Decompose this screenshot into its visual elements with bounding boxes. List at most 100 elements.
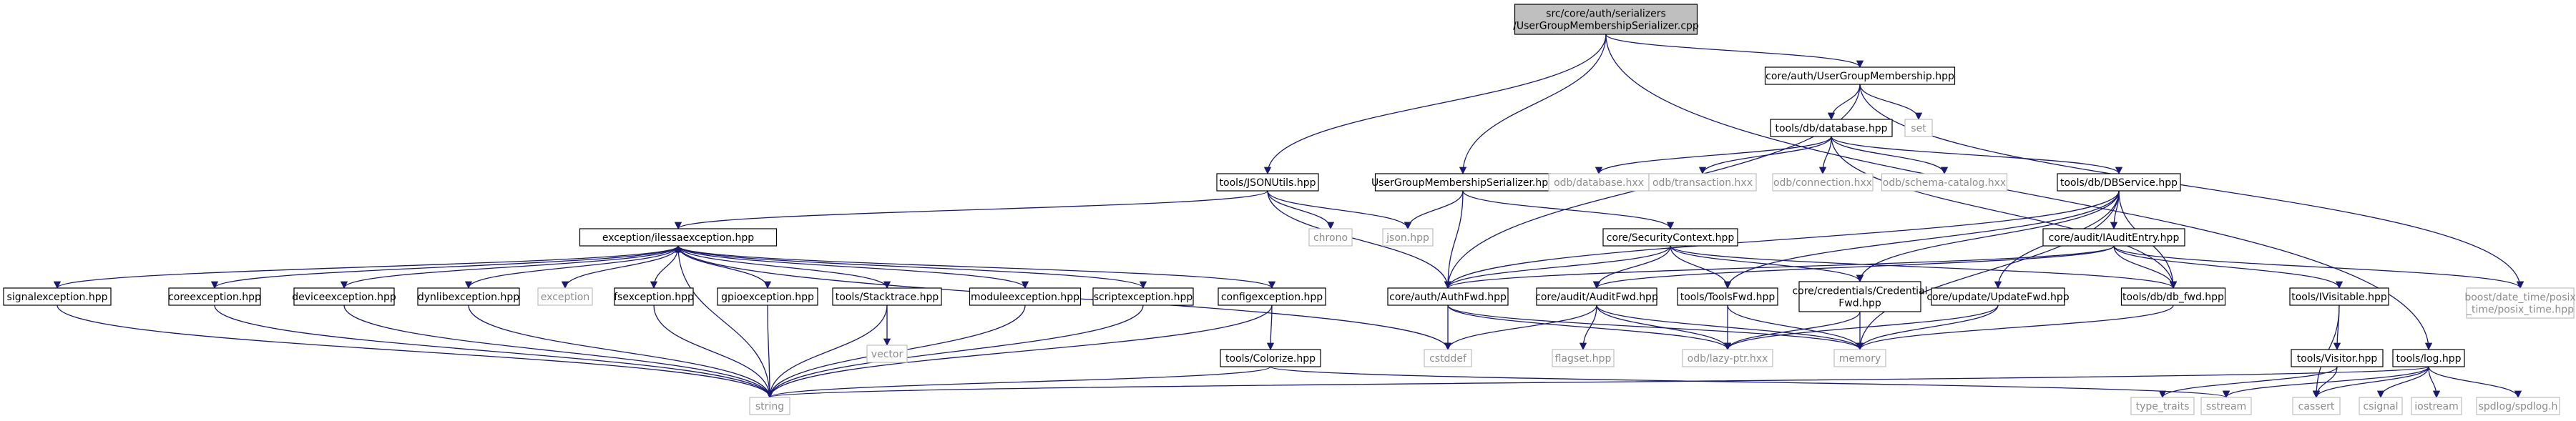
graph-node-visitor[interactable]: tools/Visitor.hpp (2291, 349, 2384, 367)
node-label: cstddef (1429, 353, 1467, 365)
include-edge-deviceexc-to-string (343, 304, 774, 399)
node-box (969, 287, 1082, 306)
node-label: odb/transaction.hxx (1652, 177, 1753, 189)
node-label: moduleexception.hpp (971, 292, 1079, 303)
node-box (2359, 397, 2403, 415)
node-box (1424, 349, 1472, 367)
node-box (417, 287, 520, 306)
node-label: core/auth/AuthFwd.hpp (1389, 292, 1507, 303)
node-label: iostream (2414, 401, 2459, 412)
node-box (1382, 228, 1434, 247)
include-edge-dbhpp-to-odbschema (1831, 136, 1949, 175)
node-box (1648, 173, 1757, 192)
node-label: sstream (2206, 401, 2246, 412)
node-box (1387, 287, 1509, 306)
node-box (1682, 349, 1773, 367)
include-edge-ugmser-to-jsonhpp (1404, 190, 1464, 230)
graph-node-dbservice[interactable]: tools/db/DBService.hpp (2057, 173, 2181, 192)
include-edge-loghpp-to-iostream (2428, 366, 2441, 399)
include-edge-ugmser-to-secctx (1462, 190, 1675, 230)
node-box (3, 287, 112, 306)
graph-node-root[interactable]: src/core/auth/serializers/UserGroupMembe… (1513, 4, 1699, 35)
node-label: set (1911, 123, 1926, 134)
include-edge-dbservice-to-authfwd (1444, 190, 2120, 289)
graph-node-updatefwd[interactable]: core/update/UpdateFwd.hpp (1926, 287, 2070, 306)
node-label: odb/lazy-ptr.hxx (1688, 353, 1768, 365)
node-box (1216, 173, 1319, 192)
node-label: odb/connection.hxx (1773, 177, 1872, 189)
node-box (168, 287, 261, 306)
node-box (2042, 228, 2185, 247)
graph-node-exception: exception (537, 287, 593, 306)
graph-node-signalexc[interactable]: signalexception.hpp (3, 287, 112, 306)
include-edge-ugm-to-boostdt (1859, 84, 2524, 289)
node-box (1764, 66, 1956, 85)
include-edge-colorize-to-sstream (1270, 366, 2230, 399)
graph-node-ivisitable[interactable]: tools/IVisitable.hpp (2289, 287, 2389, 306)
node-box (2120, 287, 2226, 306)
graph-node-ugmser[interactable]: UserGroupMembershipSerializer.hpp (1371, 173, 1554, 192)
include-edge-root-to-jsonutils (1263, 34, 1607, 175)
graph-node-deviceexc[interactable]: deviceexception.hpp (292, 287, 396, 306)
include-edge-secctx-to-dbfwd (1670, 245, 2177, 289)
graph-node-dbfwd[interactable]: tools/db/db_fwd.hpp (2120, 287, 2226, 306)
node-label: vector (871, 349, 903, 360)
include-edge-loghpp-to-csignal (2376, 366, 2429, 399)
include-edge-jsonutils-to-authfwd (1267, 190, 1452, 289)
include-edge-loghpp-to-cassert (2312, 366, 2429, 399)
graph-node-scriptexc[interactable]: scriptexception.hpp (1092, 287, 1194, 306)
back-edge-coreexc-to-excbase (211, 244, 682, 289)
node-label: tools/db/db_fwd.hpp (2122, 292, 2224, 303)
graph-node-odbconn: odb/connection.hxx (1772, 173, 1874, 192)
node-box (1220, 349, 1321, 367)
include-edge-scriptexc-to-string (765, 304, 1144, 399)
include-edge-secctx-to-credfwd (1670, 245, 1864, 283)
node-label: memory (1839, 353, 1881, 365)
graph-node-colorize[interactable]: tools/Colorize.hpp (1220, 349, 1321, 367)
node-box (2057, 173, 2181, 192)
node-label: configexception.hpp (1221, 292, 1323, 303)
graph-node-stacktrace[interactable]: tools/Stacktrace.hpp (832, 287, 942, 306)
include-edge-dbhpp-to-dbfwd (1831, 136, 2178, 289)
graph-node-gpioexc[interactable]: gpioexception.hpp (717, 287, 818, 306)
graph-node-ugm[interactable]: core/auth/UserGroupMembership.hpp (1764, 66, 1956, 85)
node-box (717, 287, 818, 306)
node-label: tools/Stacktrace.hpp (836, 292, 939, 303)
node-label: cassert (2298, 401, 2335, 412)
graph-node-iaudit[interactable]: core/audit/IAuditEntry.hpp (2042, 228, 2185, 247)
back-edge-dynlibexc-to-excbase (464, 244, 682, 289)
node-label: tools/ToolsFwd.hpp (1680, 292, 1776, 303)
node-label: signalexception.hpp (7, 292, 108, 303)
node-box (1092, 287, 1194, 306)
include-edge-dbhpp-to-odbdb (1595, 136, 1832, 175)
include-edge-configexc-to-colorize (1266, 304, 1275, 351)
node-box (1308, 228, 1353, 247)
graph-node-authfwd[interactable]: core/auth/AuthFwd.hpp (1387, 287, 1509, 306)
graph-node-jsonutils[interactable]: tools/JSONUtils.hpp (1216, 173, 1319, 192)
graph-node-configexc[interactable]: configexception.hpp (1218, 287, 1326, 306)
graph-node-loghpp[interactable]: tools/log.hpp (2392, 349, 2465, 367)
graph-node-toolsfwd[interactable]: tools/ToolsFwd.hpp (1677, 287, 1778, 306)
include-edge-jsonutils-to-chrono (1267, 190, 1335, 230)
include-edge-auditfwd-to-lazyptr (1596, 304, 1732, 351)
include-edge-credfwd-to-lazyptr (1723, 311, 1861, 351)
node-label: scriptexception.hpp (1094, 292, 1193, 303)
node-box (537, 287, 593, 306)
graph-node-fsexc[interactable]: fsexception.hpp (614, 287, 694, 306)
graph-node-secctx[interactable]: core/SecurityContext.hpp (1602, 228, 1738, 247)
node-box (293, 287, 395, 306)
node-label: exception (541, 292, 589, 303)
back-edge-scriptexc-to-excbase (675, 244, 1147, 289)
graph-node-moduleexc[interactable]: moduleexception.hpp (969, 287, 1082, 306)
include-edge-gpioexc-to-string (765, 304, 774, 399)
include-edge-colorize-to-string (766, 366, 1271, 399)
graph-node-coreexc[interactable]: coreexception.hpp (168, 287, 261, 306)
graph-node-dynlibexc[interactable]: dynlibexception.hpp (417, 287, 520, 306)
graph-node-auditfwd[interactable]: core/audit/AuditFwd.hpp (1535, 287, 1658, 306)
graph-node-excbase[interactable]: exception/ilessaexception.hpp (579, 228, 778, 247)
graph-node-dbhpp[interactable]: tools/db/database.hpp (1770, 119, 1893, 137)
node-box (2200, 397, 2252, 415)
include-edge-stacktrace-to-string (765, 304, 888, 399)
